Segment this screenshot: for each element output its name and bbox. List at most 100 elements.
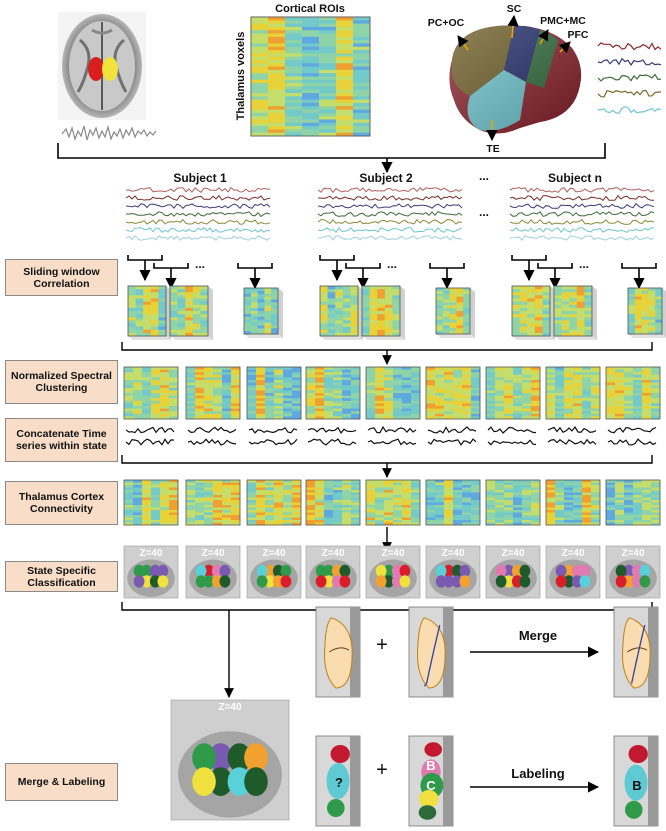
classification-slice-2: Z=40 xyxy=(185,545,241,599)
merge-plus: + xyxy=(376,634,388,656)
subject-3-trace-1 xyxy=(509,187,655,194)
label-panel-a-seg-1 xyxy=(330,745,350,763)
subject-3-trace-7 xyxy=(509,235,655,241)
cluster-matrix-8 xyxy=(545,366,601,420)
thalamus-timeseries xyxy=(61,124,157,141)
classification-slice-2-z-label: Z=40 xyxy=(201,548,225,559)
window-matrix-1-b-cells xyxy=(169,285,209,337)
label-panel-b-seg-5 xyxy=(418,805,437,820)
classification-slice-3-z-label: Z=40 xyxy=(262,548,286,559)
bracket-states xyxy=(121,455,653,464)
window-bracket-3-c xyxy=(621,263,657,290)
window-matrix-1-a xyxy=(127,285,171,340)
state-trace-1-b xyxy=(125,438,175,446)
subject-2-trace-5 xyxy=(317,218,463,225)
classification-slice-3: Z=40 xyxy=(246,545,302,599)
step-label-concatenate: Concatenate Time series within state xyxy=(5,418,118,462)
label-panel-a-seg-3 xyxy=(327,799,345,817)
classification-slice-9: Z=40 xyxy=(605,545,661,599)
label-mark-question: ? xyxy=(335,775,343,790)
step-label-connectivity: Thalamus Cortex Connectivity xyxy=(5,481,118,525)
cluster-matrix-4 xyxy=(305,366,361,420)
state-trace-5-b xyxy=(367,438,417,446)
window-ellipsis-1: ... xyxy=(195,257,205,271)
connectivity-matrix-1 xyxy=(123,479,179,526)
classification-slice-8: Z=40 xyxy=(545,545,601,599)
sliding-window-brackets: ......... xyxy=(127,255,657,290)
bracket-slices xyxy=(121,602,653,611)
cortex-trace-1 xyxy=(597,42,662,51)
labeling-action-label: Labeling xyxy=(511,766,565,781)
label-mark-b-final: B xyxy=(632,778,641,793)
connectivity-matrix-3 xyxy=(246,479,302,526)
state-trace-1-a xyxy=(125,426,175,434)
connectivity-matrix-4 xyxy=(305,479,361,526)
right-thalamus-highlight xyxy=(102,57,118,81)
step-label-classification: State Specific Classification xyxy=(5,561,118,592)
sliding-window-matrices xyxy=(127,285,666,340)
subject-title-n: Subject n xyxy=(548,171,602,185)
window-matrix-2-b xyxy=(361,285,405,340)
window-matrix-1-c-cells xyxy=(243,287,279,335)
region-label-pfc: PFC xyxy=(568,29,589,41)
labeling-plus: + xyxy=(376,759,388,781)
merge-panel-result-region xyxy=(621,617,651,689)
region-label-pmc-mc: PMC+MC xyxy=(540,15,586,27)
classification-slice-4: Z=40 xyxy=(305,545,361,599)
label-mark-b: B xyxy=(426,758,435,773)
subject-3-trace-5 xyxy=(509,218,655,225)
window-matrix-2-a-cells xyxy=(319,285,359,337)
subject-3-trace-2 xyxy=(509,194,654,202)
axial-brain-slice xyxy=(58,12,146,120)
connectivity-matrix-7 xyxy=(485,479,541,526)
classification-slice-1: Z=40 xyxy=(123,545,179,599)
window-ellipsis-3: ... xyxy=(579,257,589,271)
bracket-windows xyxy=(121,342,653,351)
cluster-matrix-6 xyxy=(425,366,481,420)
merge-action-label: Merge xyxy=(519,628,557,643)
state-trace-3-b xyxy=(248,438,298,446)
state-trace-5-a xyxy=(367,425,417,434)
label-panel-a-seg-2 xyxy=(326,763,350,799)
subject-1-trace-5 xyxy=(125,218,271,225)
merge-panel-b xyxy=(408,606,454,698)
classification-slice-6-z-label: Z=40 xyxy=(441,548,465,559)
step-label-spectral-clustering: Normalized Spectral Clustering xyxy=(5,360,118,404)
region-label-te: TE xyxy=(486,143,499,155)
subject-title-1: Subject 1 xyxy=(173,171,227,185)
window-matrix-3-a-cells xyxy=(511,285,551,337)
classification-slice-5-z-label: Z=40 xyxy=(381,548,405,559)
state-trace-4-b xyxy=(307,438,357,446)
connectivity-matrix-5 xyxy=(365,479,421,526)
window-matrix-3-b xyxy=(553,285,597,340)
merge-panel-a-region xyxy=(323,617,353,689)
label-panel-b xyxy=(408,735,454,827)
connectivity-matrix-8 xyxy=(545,479,601,526)
state-trace-9-a xyxy=(607,426,657,434)
subject-2-trace-3 xyxy=(317,203,463,209)
window-bracket-1-c xyxy=(237,263,273,290)
label-panel-b-seg-4 xyxy=(419,790,439,808)
subject-1-trace-7 xyxy=(125,234,271,241)
subject-1-trace-6 xyxy=(125,227,271,233)
label-mark-c: C xyxy=(426,778,436,793)
subject-2-trace-1 xyxy=(317,187,463,194)
subject-timeseries xyxy=(125,186,655,241)
subject-3-trace-3 xyxy=(509,202,655,209)
subject-1-trace-2 xyxy=(125,194,271,201)
label-panel-result-seg-1 xyxy=(628,745,648,763)
window-bracket-1-a xyxy=(127,255,163,282)
subject-1-trace-4 xyxy=(125,211,271,218)
label-panel-a xyxy=(315,735,361,827)
merge-panel-a xyxy=(315,606,361,698)
connectivity-matrices xyxy=(123,479,661,526)
window-ellipsis-2: ... xyxy=(387,257,397,271)
state-trace-2-a xyxy=(187,426,237,434)
cortex-trace-4 xyxy=(597,89,662,98)
classification-slice-7-z-label: Z=40 xyxy=(501,548,525,559)
window-bracket-1-b xyxy=(153,263,189,290)
connectivity-matrix-6 xyxy=(425,479,481,526)
region-label-pc-oc: PC+OC xyxy=(428,17,465,29)
classification-slice-6: Z=40 xyxy=(425,545,481,599)
